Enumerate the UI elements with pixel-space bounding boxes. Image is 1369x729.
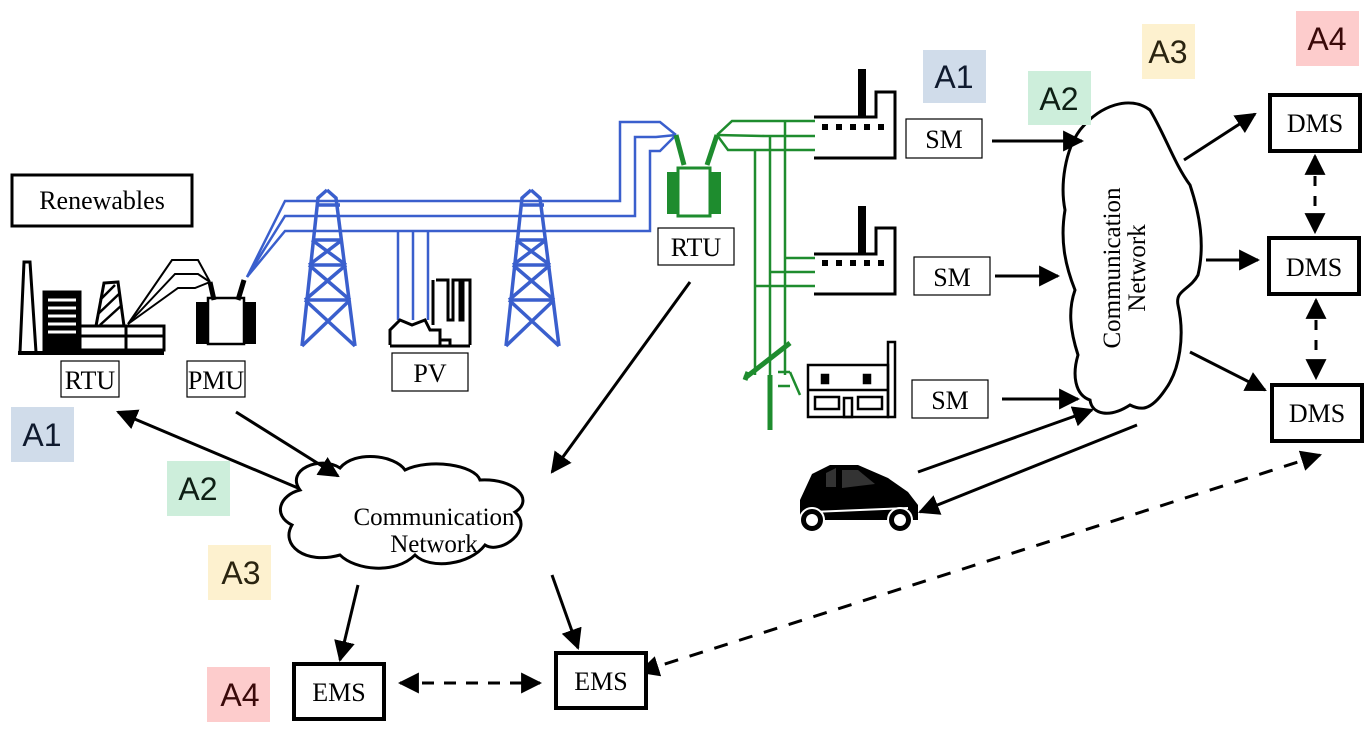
rtu-plant-label: RTU	[65, 366, 116, 395]
rtu-substation-label: RTU	[671, 233, 722, 262]
tag-a2-right: A2	[1028, 71, 1091, 125]
cloud-left-line1: Communication	[353, 504, 515, 531]
cloud-right-line2: Network	[1124, 224, 1151, 312]
tag-a4-left: A4	[207, 667, 270, 722]
tag-a4-right: A4	[1296, 11, 1359, 66]
pmu-label: PMU	[188, 366, 245, 395]
dms-box-2[interactable]: DMS	[1267, 236, 1361, 296]
electric-car-icon	[799, 465, 918, 533]
svg-text:A3: A3	[1148, 34, 1187, 70]
dms-label-1: DMS	[1287, 109, 1343, 138]
distribution-lines	[715, 119, 815, 430]
dms-box-3[interactable]: DMS	[1270, 383, 1364, 443]
transmission-lines	[245, 120, 677, 320]
sm-label-1: SM	[925, 125, 963, 154]
transformer-icon	[196, 279, 256, 346]
arrows	[116, 112, 1327, 694]
rtu-plant-box[interactable]: RTU	[60, 360, 120, 398]
pv-label: PV	[413, 359, 446, 388]
sm-label-3: SM	[931, 386, 969, 415]
svg-text:A3: A3	[221, 555, 260, 591]
pmu-box[interactable]: PMU	[186, 360, 246, 398]
dms-label-2: DMS	[1286, 253, 1342, 282]
substation-transformer	[667, 134, 721, 218]
tag-a3-left: A3	[208, 545, 271, 600]
communication-network-cloud-right: Communication Network	[1061, 101, 1203, 415]
svg-text:A1: A1	[934, 59, 973, 95]
svg-text:A4: A4	[1307, 21, 1346, 57]
plant-lines	[127, 259, 211, 325]
communication-network-cloud-left: Communication Network	[279, 455, 525, 570]
tag-a2-left: A2	[167, 461, 230, 516]
ems-label-2: EMS	[574, 667, 627, 696]
sm-box-3[interactable]: SM	[911, 379, 989, 419]
svg-text:A2: A2	[178, 471, 217, 507]
transmission-tower-icon	[504, 188, 561, 348]
rtu-substation-box[interactable]: RTU	[657, 227, 735, 266]
power-plant-icon	[18, 260, 166, 355]
house-icon	[806, 340, 897, 419]
svg-text:A2: A2	[1039, 81, 1078, 117]
factory-icon	[814, 206, 897, 296]
renewables-label: Renewables	[39, 186, 165, 215]
dms-box-1[interactable]: DMS	[1268, 93, 1362, 153]
ems-box-1[interactable]: EMS	[292, 662, 386, 721]
factory-icon	[814, 69, 897, 160]
sm-box-1[interactable]: SM	[905, 118, 983, 159]
tag-a3-right: A3	[1142, 24, 1195, 79]
ems-box-2[interactable]: EMS	[554, 651, 648, 710]
sm-box-2[interactable]: SM	[913, 256, 991, 296]
tag-a1-right: A1	[923, 50, 986, 103]
svg-text:A4: A4	[220, 677, 259, 713]
pv-factory-icon	[388, 278, 472, 348]
renewables-box[interactable]: Renewables	[10, 173, 194, 228]
pv-box[interactable]: PV	[391, 352, 469, 392]
ems-label-1: EMS	[312, 678, 365, 707]
transmission-tower-icon	[300, 188, 357, 348]
dms-label-3: DMS	[1289, 399, 1345, 428]
tag-a1-left: A1	[11, 407, 74, 462]
cloud-left-line2: Network	[390, 531, 478, 558]
cloud-right-line1: Communication	[1099, 187, 1126, 349]
sm-label-2: SM	[933, 263, 971, 292]
svg-text:A1: A1	[22, 417, 61, 453]
